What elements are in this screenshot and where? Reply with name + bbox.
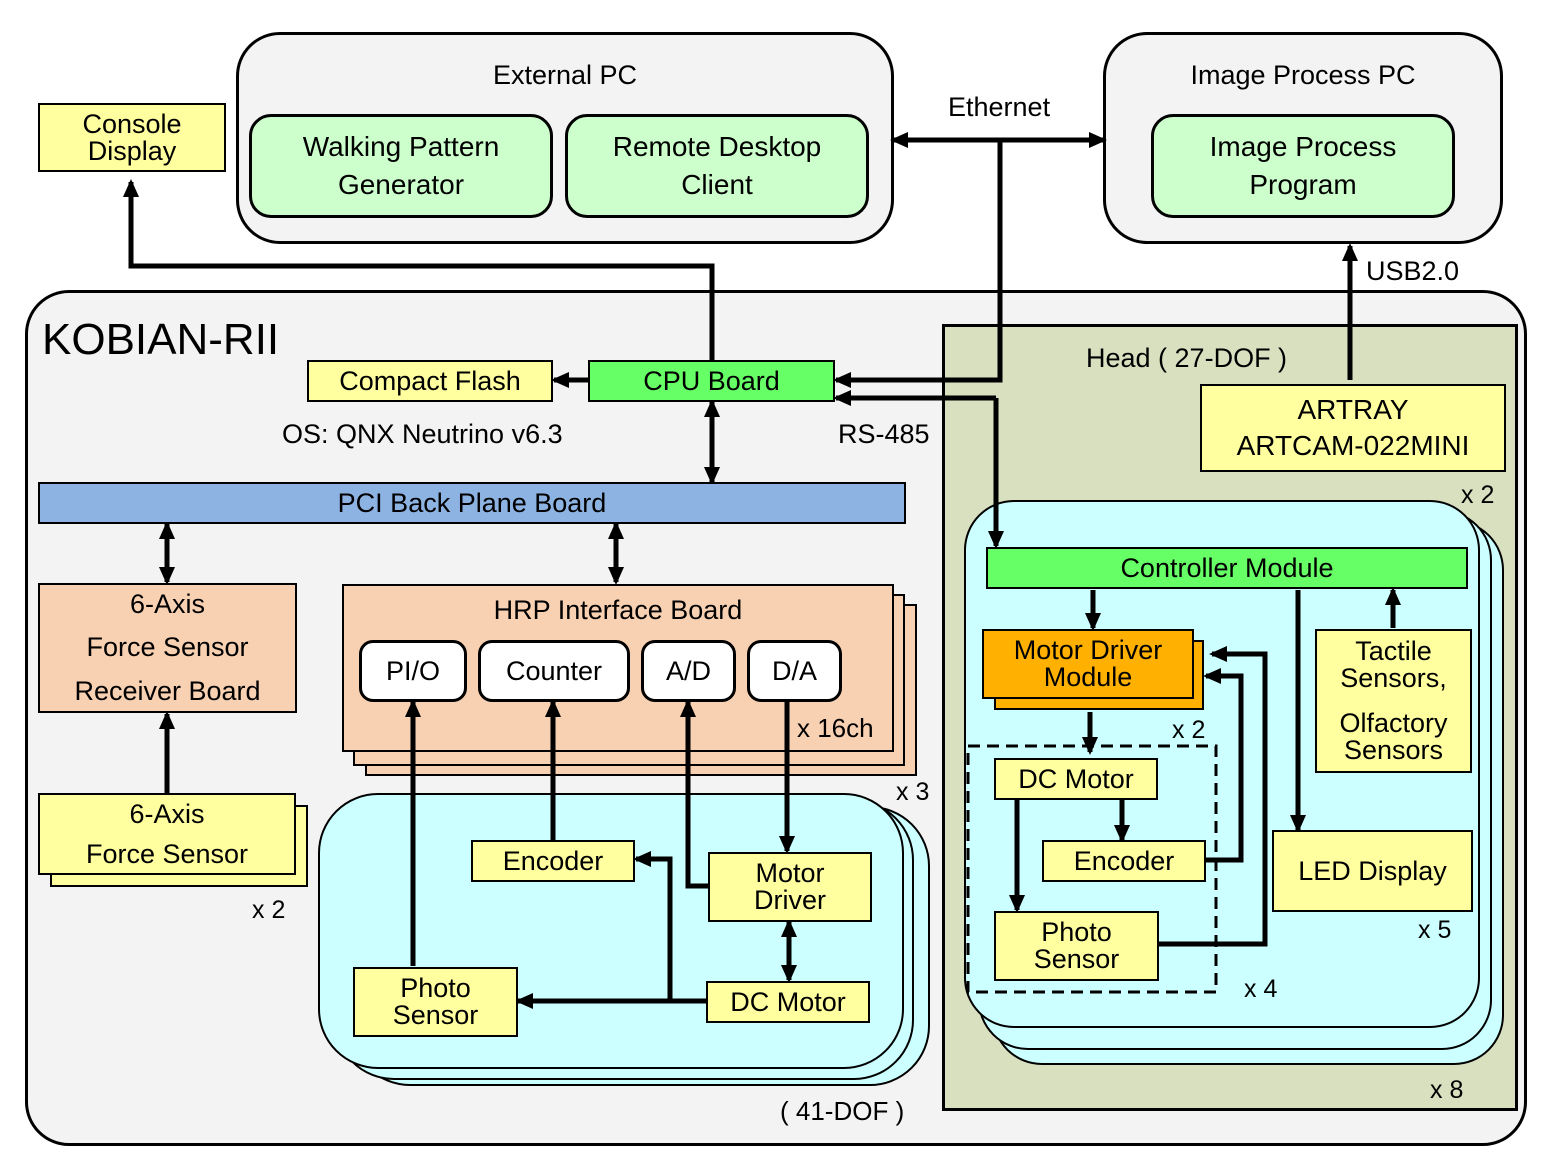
cpu-board-box: CPU Board <box>588 360 835 402</box>
driver-to-ad-wire <box>680 699 708 889</box>
compact-flash-box: Compact Flash <box>307 360 553 402</box>
kobian-title: KOBIAN-RII <box>42 315 280 364</box>
body-encoder-box: Encoder <box>471 840 635 882</box>
walking-line-2: Generator <box>337 169 465 200</box>
hrp-title: HRP Interface Board <box>493 595 743 625</box>
imgprog-line-2: Program <box>1249 169 1357 200</box>
usb-label: USB2.0 <box>1366 256 1460 286</box>
force-sensor-count: x 2 <box>252 896 286 924</box>
body-dc-motor-box: DC Motor <box>706 981 870 1023</box>
compact-flash-label: Compact Flash <box>339 365 521 396</box>
led-display-label: LED Display <box>1298 855 1447 886</box>
camera-line-2: ARTCAM-022MINI <box>1236 430 1470 461</box>
head-dc-motor-label: DC Motor <box>1018 763 1134 794</box>
body-motor-driver-box: Motor Driver <box>708 852 872 922</box>
head-photo-line-2: Sensor <box>1033 944 1120 974</box>
tactile-line-4: Sensors <box>1343 735 1444 765</box>
head-dc-motor-box: DC Motor <box>994 758 1158 800</box>
camera-box: ARTRAY ARTCAM-022MINI <box>1200 384 1506 472</box>
head-title: Head ( 27-DOF ) <box>1086 343 1288 373</box>
tactile-line-3: Olfactory <box>1339 708 1448 738</box>
hrp-channel-count: x 16ch <box>797 713 874 743</box>
remote-line-1: Remote Desktop <box>612 131 822 163</box>
mdm-line-1: Motor Driver <box>1013 635 1163 665</box>
body-dof-label: ( 41-DOF ) <box>780 1096 905 1126</box>
ethernet-label: Ethernet <box>948 92 1051 122</box>
receiver-line-1: 6-Axis <box>129 589 205 620</box>
body-dc-motor-label: DC Motor <box>730 986 846 1017</box>
led-display-box: LED Display <box>1272 830 1473 912</box>
port-pio: PI/O <box>359 640 467 702</box>
head-encoder-label: Encoder <box>1073 845 1175 876</box>
port-ad-label: A/D <box>665 655 711 686</box>
hrp-board-count: x 3 <box>896 778 930 806</box>
port-da-label: D/A <box>771 655 817 686</box>
led-count: x 5 <box>1418 916 1452 944</box>
console-display-box: Console Display <box>38 103 226 172</box>
head-motor-group-count: x 4 <box>1244 975 1278 1003</box>
head-encoder-box: Encoder <box>1042 840 1206 882</box>
dc-to-encoder-wire <box>633 851 673 1001</box>
image-process-pc-title: Image Process PC <box>1190 60 1416 90</box>
body-driver-line-2: Driver <box>754 885 826 915</box>
port-counter: Counter <box>478 640 630 702</box>
force-line-1: 6-Axis <box>129 798 205 829</box>
controller-module-box: Controller Module <box>986 547 1468 589</box>
port-pio-label: PI/O <box>385 655 440 686</box>
controller-module-label: Controller Module <box>1120 552 1334 583</box>
port-ad: A/D <box>641 640 736 702</box>
mdm-count: x 2 <box>1172 716 1206 744</box>
head-photo-sensor-box: Photo Sensor <box>994 911 1159 981</box>
cpu-to-console-wire <box>123 179 715 360</box>
head-joint-count: x 8 <box>1430 1076 1464 1104</box>
imgprog-line-1: Image Process <box>1209 131 1397 163</box>
walking-line-1: Walking Pattern <box>302 131 500 163</box>
head-photo-line-1: Photo <box>1041 917 1112 947</box>
body-photo-line-1: Photo <box>400 973 471 1003</box>
camera-count: x 2 <box>1461 481 1495 509</box>
tactile-olfactory-box: Tactile Sensors, Olfactory Sensors <box>1315 629 1472 773</box>
head-motor-group-dashed <box>966 744 1218 994</box>
body-driver-line-1: Motor <box>755 858 825 888</box>
photo-to-mdm-wire <box>1159 646 1268 947</box>
cpu-board-label: CPU Board <box>643 365 780 396</box>
body-photo-line-2: Sensor <box>392 1000 479 1030</box>
mdm-line-2: Module <box>1043 662 1133 692</box>
tactile-line-2: Sensors, <box>1340 663 1447 693</box>
port-counter-label: Counter <box>505 655 603 686</box>
rs485-label: RS-485 <box>838 419 930 449</box>
remote-desktop-client-box: Remote Desktop Client <box>565 114 869 218</box>
os-label: OS: QNX Neutrino v6.3 <box>282 419 563 449</box>
ethernet-to-cpu-wire <box>833 140 1003 388</box>
force-sensor-box: 6-Axis Force Sensor <box>38 793 296 875</box>
pci-label: PCI Back Plane Board <box>337 487 607 518</box>
receiver-line-2: Force Sensor <box>86 632 249 663</box>
walking-pattern-generator-box: Walking Pattern Generator <box>249 114 553 218</box>
motor-driver-module-box: Motor Driver Module <box>982 629 1194 699</box>
body-photo-sensor-box: Photo Sensor <box>353 967 518 1037</box>
force-line-2: Force Sensor <box>85 839 249 869</box>
image-process-program-box: Image Process Program <box>1151 114 1455 218</box>
camera-line-1: ARTRAY <box>1297 393 1409 425</box>
force-sensor-receiver-board: 6-Axis Force Sensor Receiver Board <box>38 583 297 713</box>
receiver-line-3: Receiver Board <box>74 675 261 706</box>
encoder-to-mdm-wire <box>1203 668 1244 863</box>
tactile-line-1: Tactile <box>1355 636 1432 666</box>
port-da: D/A <box>747 640 842 702</box>
remote-line-2: Client <box>681 169 753 200</box>
console-line-1: Console <box>82 108 182 139</box>
console-line-2: Display <box>87 135 177 166</box>
external-pc-title: External PC <box>492 60 638 90</box>
body-encoder-label: Encoder <box>502 845 604 876</box>
pci-back-plane-board: PCI Back Plane Board <box>38 482 906 524</box>
